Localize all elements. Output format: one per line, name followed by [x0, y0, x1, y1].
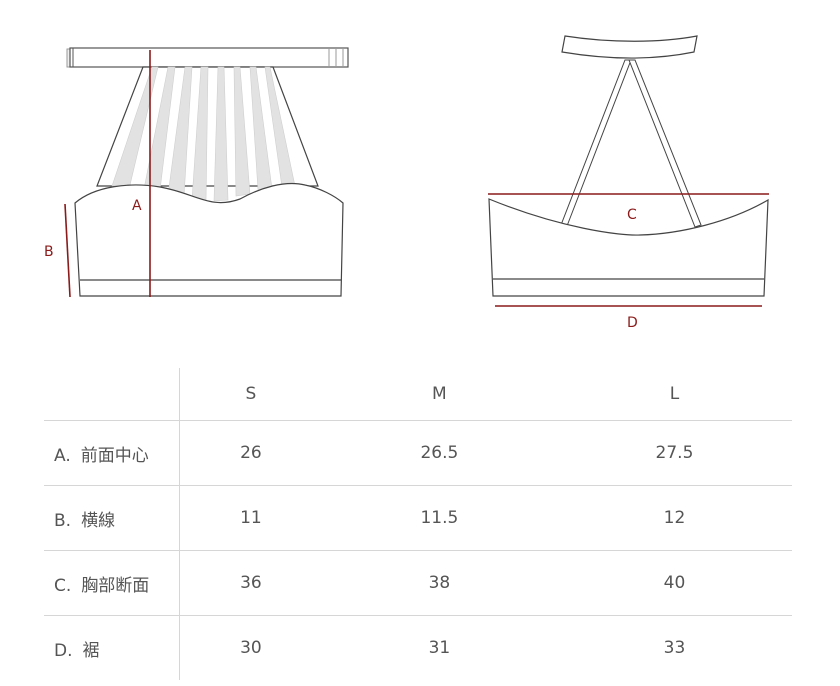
table-cell: 40	[556, 550, 792, 616]
row-key: A.	[54, 445, 71, 466]
measure-label-b: B	[44, 244, 54, 260]
table-cell: 38	[321, 550, 557, 616]
table-row: A. 前面中心 26 26.5 27.5	[44, 420, 792, 486]
table-cell: 36	[179, 550, 322, 616]
row-key: C.	[54, 575, 72, 596]
table-header-row: S M L	[44, 368, 792, 421]
table-row: D. 裾 30 31 33	[44, 615, 792, 680]
table-row: C. 胸部断面 36 38 40	[44, 550, 792, 616]
table-cell: 27.5	[556, 420, 792, 486]
column-header-m: M	[321, 368, 557, 421]
garment-diagrams: A B C D	[44, 35, 769, 331]
table-cell: 26.5	[321, 420, 557, 486]
row-header: D. 裾	[44, 615, 180, 680]
table-row: B. 横線 11 11.5 12	[44, 485, 792, 551]
column-header-s: S	[179, 368, 322, 421]
size-chart-table: S M L A. 前面中心 26 26.5 27.5 B. 横線 11 11.5 1…	[44, 368, 792, 680]
row-label: 横線	[81, 510, 116, 531]
table-cell: 26	[179, 420, 322, 486]
table-cell: 33	[663, 638, 686, 658]
measure-label-c: C	[627, 207, 637, 223]
measure-label-a: A	[132, 198, 142, 214]
row-label: 胸部断面	[81, 575, 150, 596]
front-view-drawing	[64, 35, 769, 307]
table-cell: 11.5	[321, 485, 557, 551]
row-label: 前面中心	[80, 445, 149, 466]
row-header: B. 横線	[44, 485, 180, 551]
table-cell: 12	[556, 485, 792, 551]
measure-label-d: D	[627, 315, 638, 331]
row-key: D.	[54, 640, 73, 661]
table-corner-cell	[44, 368, 180, 421]
row-label: 裾	[82, 640, 100, 661]
row-header: C. 胸部断面	[44, 550, 180, 616]
column-header-l: L	[556, 368, 792, 421]
table-cell: 30	[240, 638, 262, 658]
row-key: B.	[54, 510, 72, 531]
table-cell: 31	[428, 638, 451, 658]
table-cell: 11	[179, 485, 322, 551]
row-header: A. 前面中心	[44, 420, 180, 486]
